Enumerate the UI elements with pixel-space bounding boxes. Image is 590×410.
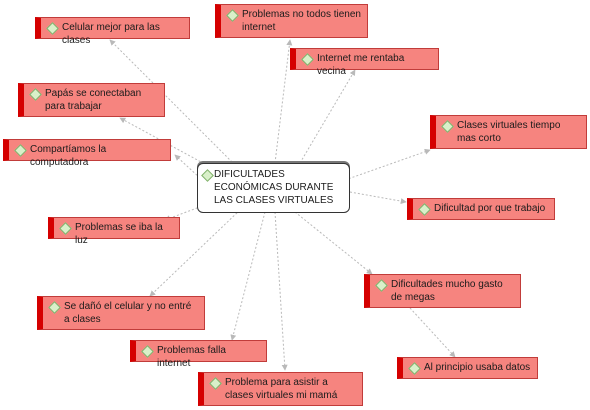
topic-label: Problemas falla internet: [157, 345, 226, 369]
topic-trabajo[interactable]: Dificultad por que trabajo: [407, 198, 555, 220]
topic-luz[interactable]: Problemas se iba la luz: [48, 217, 180, 246]
topic-label: Celular mejor para las clases: [62, 22, 160, 46]
topic-label: Problemas no todos tienen internet: [242, 9, 361, 33]
central-topic[interactable]: DIFICULTADES ECONÓMICAS DURANTE LAS CLAS…: [197, 163, 350, 213]
link-datos: [409, 307, 456, 358]
diamond-icon: [29, 88, 42, 101]
link-trabajo: [349, 191, 407, 205]
central-topic-label: DIFICULTADES ECONÓMICAS DURANTE LAS CLAS…: [214, 169, 334, 206]
topic-datos[interactable]: Al principio usaba datos: [397, 357, 538, 379]
diamond-icon: [408, 362, 421, 375]
topic-label: Dificultades mucho gasto de megas: [391, 279, 503, 303]
topic-asistir[interactable]: Problema para asistir a clases virtuales…: [198, 372, 363, 406]
diamond-icon: [209, 377, 222, 390]
topic-compartiamos[interactable]: Compartíamos la computadora: [3, 139, 171, 168]
topic-celular-danado[interactable]: Se dañó el celular y no entré a clases: [37, 296, 205, 330]
topic-label: Dificultad por que trabajo: [434, 203, 546, 214]
topic-falla-internet[interactable]: Problemas falla internet: [130, 340, 267, 369]
topic-tiempo-corto[interactable]: Clases virtuales tiempo mas corto: [430, 115, 587, 149]
link-no-internet: [274, 39, 293, 164]
link-celular-danado: [149, 209, 241, 297]
link-tiempo-corto: [344, 148, 431, 181]
link-compartiamos: [174, 154, 201, 179]
topic-label: Compartíamos la computadora: [30, 144, 107, 168]
topic-gasto-megas[interactable]: Dificultades mucho gasto de megas: [364, 274, 521, 308]
diamond-icon: [141, 345, 154, 358]
topic-label: Papás se conectaban para trabajar: [45, 88, 142, 112]
diamond-icon: [46, 22, 59, 35]
diamond-icon: [226, 9, 239, 22]
link-asistir: [274, 211, 288, 371]
diamond-icon: [201, 169, 214, 182]
topic-label: Problema para asistir a clases virtuales…: [225, 377, 338, 401]
link-gasto-megas: [294, 211, 373, 275]
link-celular: [109, 39, 236, 166]
link-vecina: [299, 69, 356, 164]
link-falla-internet: [230, 211, 266, 341]
topic-label: Clases virtuales tiempo mas corto: [457, 120, 561, 144]
diamond-icon: [59, 222, 72, 235]
link-luz: [164, 204, 206, 221]
topic-label: Al principio usaba datos: [424, 362, 531, 373]
diamond-icon: [375, 279, 388, 292]
topic-no-internet[interactable]: Problemas no todos tienen internet: [215, 4, 368, 38]
diamond-icon: [14, 144, 27, 157]
diamond-icon: [418, 203, 431, 216]
topic-label: Problemas se iba la luz: [75, 222, 163, 246]
diamond-icon: [441, 120, 454, 133]
topic-vecina[interactable]: Internet me rentaba vecina: [290, 48, 439, 77]
topic-celular[interactable]: Celular mejor para las clases: [35, 17, 190, 46]
diamond-icon: [48, 301, 61, 314]
diamond-icon: [301, 53, 314, 66]
topic-papas[interactable]: Papás se conectaban para trabajar: [18, 83, 165, 117]
topic-label: Se dañó el celular y no entré a clases: [64, 301, 192, 325]
topic-label: Internet me rentaba vecina: [317, 53, 405, 77]
